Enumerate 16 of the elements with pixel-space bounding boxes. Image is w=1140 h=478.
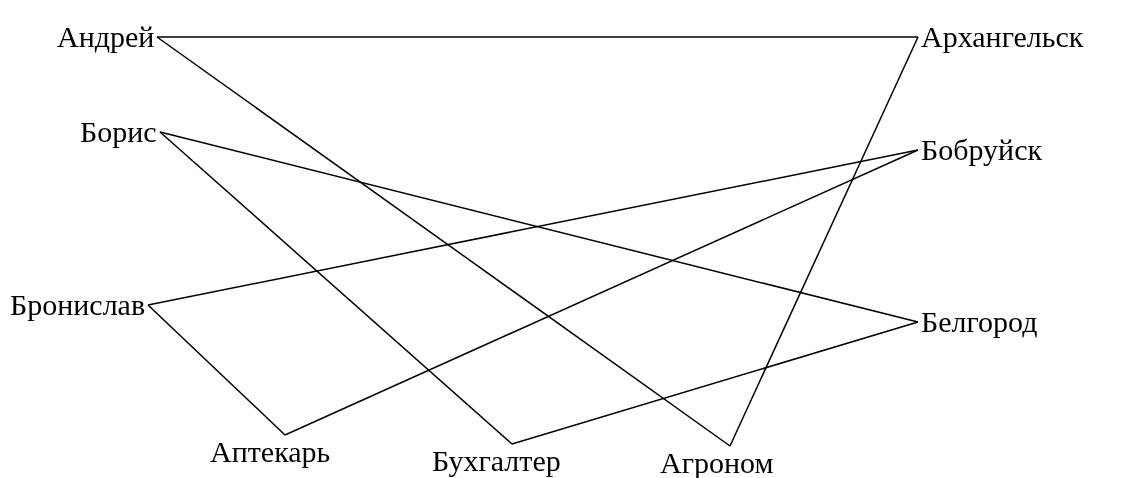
connector-line	[156, 36, 919, 38]
node-label: Бобруйск	[918, 133, 1046, 167]
node-label: Андрей	[54, 20, 158, 54]
node-label: Архангельск	[918, 20, 1087, 54]
connector-line	[159, 131, 513, 445]
connector-line	[284, 149, 919, 436]
connector-line	[147, 304, 286, 436]
node-label: Аптекарь	[207, 435, 334, 469]
connector-line	[511, 321, 919, 445]
connector-line	[159, 131, 919, 323]
connector-line	[156, 36, 731, 447]
node-label: Борис	[77, 115, 160, 149]
connector-line	[729, 36, 919, 447]
node-label: Бронислав	[7, 288, 149, 322]
node-label: Бухгалтер	[429, 444, 564, 478]
node-label: Белгород	[918, 305, 1041, 339]
